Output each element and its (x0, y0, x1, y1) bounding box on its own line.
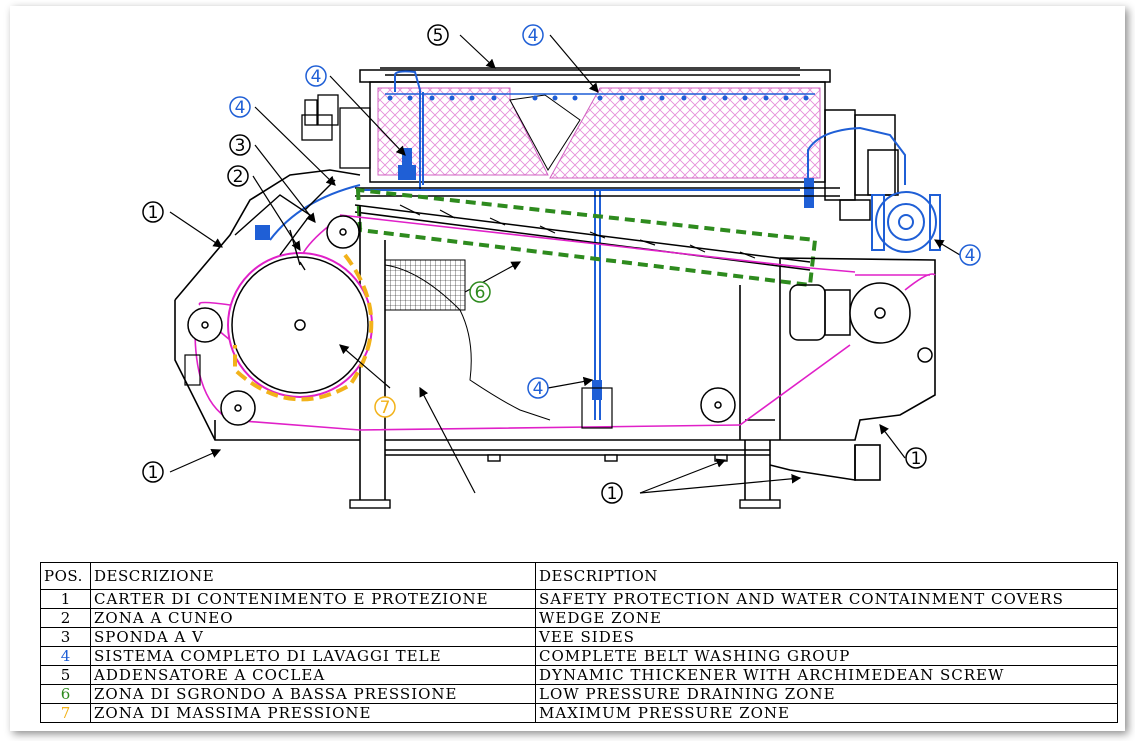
legend-en: MAXIMUM PRESSURE ZONE (535, 703, 1118, 723)
legend-row: 3 SPONDA A V VEE SIDES (40, 627, 1118, 647)
legend-pos: 1 (40, 589, 91, 609)
svg-text:6: 6 (475, 283, 486, 303)
callout-1-b: 1 (142, 461, 164, 483)
svg-text:4: 4 (311, 67, 322, 87)
tensioning-airbags (789, 284, 851, 341)
legend-en: DYNAMIC THICKENER WITH ARCHIMEDEAN SCREW (535, 665, 1118, 685)
legend-row: 1 CARTER DI CONTENIMENTO E PROTEZIONE SA… (40, 589, 1118, 609)
legend-table: POS. DESCRIZIONE DESCRIPTION 1 CARTER DI… (40, 562, 1118, 723)
callout-7: 7 (374, 396, 396, 418)
wash-valves (255, 148, 814, 400)
legend-en: WEDGE ZONE (535, 608, 1118, 628)
legend-header-descrizione: DESCRIZIONE (90, 562, 536, 590)
legend-en: SAFETY PROTECTION AND WATER CONTAINMENT … (535, 589, 1118, 609)
thickener-screw-hatch (377, 87, 821, 179)
callout-leaders-blue (254, 75, 961, 389)
callout-6: 6 (469, 281, 491, 303)
legend-pos: 4 (40, 646, 91, 666)
callout-5: 5 (427, 24, 449, 46)
gear-motor (824, 109, 899, 221)
legend-pos: 6 (40, 684, 91, 704)
belt-press-drawing: 1 1 1 1 2 3 5 4 4 4 4 4 (142, 24, 981, 509)
callout-4-d: 4 (527, 377, 549, 399)
svg-text:1: 1 (911, 449, 922, 469)
legend-en: COMPLETE BELT WASHING GROUP (535, 646, 1118, 666)
callout-4-c: 4 (229, 96, 251, 118)
svg-text:1: 1 (148, 203, 159, 223)
callout-1-c: 1 (601, 482, 623, 504)
svg-text:7: 7 (380, 398, 391, 418)
legend-row: 5 ADDENSATORE A COCLEA DYNAMIC THICKENER… (40, 665, 1118, 685)
legend-row: 6 ZONA DI SGRONDO A BASSA PRESSIONE LOW … (40, 684, 1118, 704)
callout-1-a: 1 (142, 201, 164, 223)
callout-4-b: 4 (305, 65, 327, 87)
svg-text:3: 3 (235, 136, 246, 156)
callout-4-a: 4 (522, 24, 544, 46)
legend-en: VEE SIDES (535, 627, 1118, 647)
legend-pos: 2 (40, 608, 91, 628)
low-pressure-zone (355, 187, 818, 288)
callout-3: 3 (229, 134, 251, 156)
svg-text:5: 5 (433, 26, 444, 46)
svg-text:1: 1 (607, 484, 618, 504)
callout-2: 2 (227, 165, 249, 187)
legend-header-row: POS. DESCRIZIONE DESCRIPTION (40, 562, 1118, 590)
legend-pos: 5 (40, 665, 91, 685)
legend-it: SPONDA A V (90, 627, 536, 647)
legend-it: ZONA DI SGRONDO A BASSA PRESSIONE (90, 684, 536, 704)
svg-text:4: 4 (965, 246, 976, 266)
legend-pos: 7 (40, 703, 91, 723)
legend-en: LOW PRESSURE DRAINING ZONE (535, 684, 1118, 704)
rollers (187, 215, 933, 426)
drainage-foils (399, 204, 756, 259)
callout-1-d: 1 (905, 447, 927, 469)
belt-wash-piping (269, 70, 906, 420)
callout-4-e: 4 (959, 244, 981, 266)
spray-nozzles-top (387, 95, 809, 101)
legend-it: CARTER DI CONTENIMENTO E PROTEZIONE (90, 589, 536, 609)
main-drum (227, 252, 373, 398)
legend-it: ZONA DI MASSIMA PRESSIONE (90, 703, 536, 723)
inlet-fittings (301, 94, 371, 169)
legend-header-description: DESCRIPTION (535, 562, 1118, 590)
cutaway-line (384, 264, 551, 421)
small-rollers (184, 354, 613, 429)
legend-it: SISTEMA COMPLETO DI LAVAGGI TELE (90, 646, 536, 666)
max-pressure-zone (233, 253, 374, 402)
callout-leaders (169, 34, 906, 494)
svg-text:2: 2 (233, 167, 244, 187)
legend-it: ADDENSATORE A COCLEA (90, 665, 536, 685)
svg-text:1: 1 (148, 463, 159, 483)
svg-text:4: 4 (528, 26, 539, 46)
legend-pos: 3 (40, 627, 91, 647)
upper-belt-frame (354, 187, 840, 271)
legend-row: 2 ZONA A CUNEO WEDGE ZONE (40, 608, 1118, 628)
legend-header-pos: POS. (40, 562, 91, 590)
drawing-sheet: 1 1 1 1 2 3 5 4 4 4 4 4 (10, 6, 1125, 731)
legend-it: ZONA A CUNEO (90, 608, 536, 628)
svg-text:4: 4 (533, 379, 544, 399)
legend-row: 4 SISTEMA COMPLETO DI LAVAGGI TELE COMPL… (40, 646, 1118, 666)
legend-row: 7 ZONA DI MASSIMA PRESSIONE MAXIMUM PRES… (40, 703, 1118, 723)
svg-text:4: 4 (235, 98, 246, 118)
frame-feet (349, 454, 781, 509)
wash-pump (871, 191, 941, 253)
